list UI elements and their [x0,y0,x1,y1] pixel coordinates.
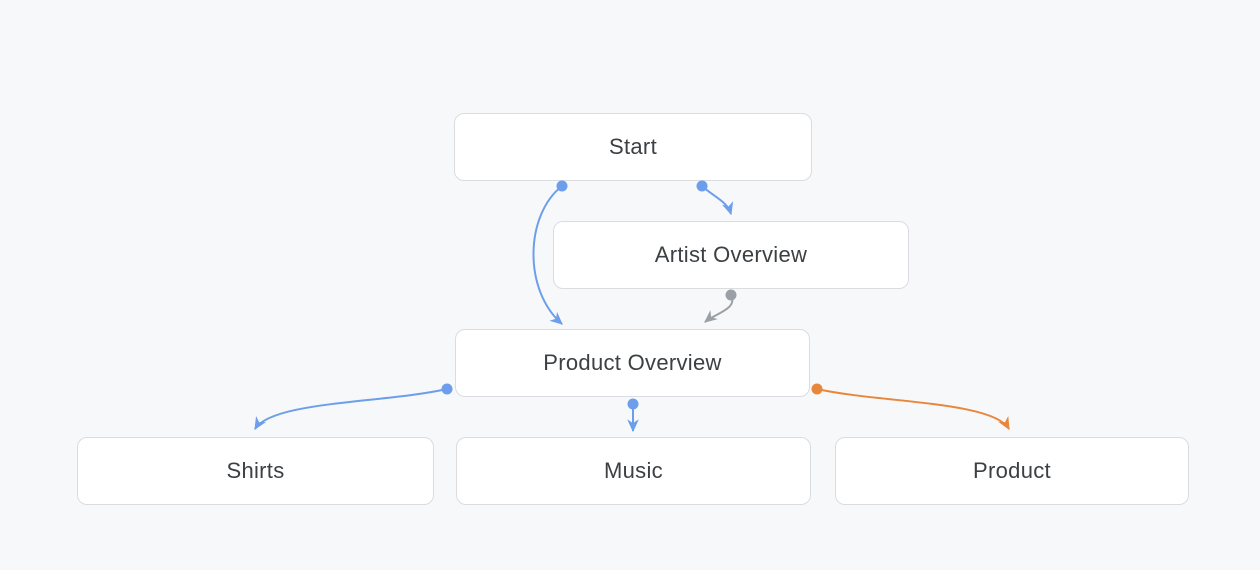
edge-path [816,388,1010,431]
edge-path [704,294,734,323]
node-product[interactable]: Product [835,437,1189,505]
node-artist-overview-label: Artist Overview [654,242,808,267]
edge-product-overview-to-shirts [254,383,453,430]
node-start-label: Start [609,134,657,159]
node-product-label: Product [973,458,1051,483]
edge-path [701,185,734,216]
edge-source-dot [556,180,568,192]
edge-product-overview-to-music [627,398,639,433]
node-music-label: Music [604,458,663,483]
node-shirts[interactable]: Shirts [77,437,434,505]
node-start[interactable]: Start [454,113,812,181]
node-product-overview[interactable]: Product Overview [455,329,810,397]
node-music[interactable]: Music [456,437,811,505]
edge-start-to-artist-overview [696,180,734,216]
node-product-overview-label: Product Overview [543,350,722,375]
edge-source-dot [811,383,823,395]
edge-source-dot [725,289,737,301]
edge-product-overview-to-product [811,383,1010,431]
edge-path [254,388,448,430]
edge-source-dot [696,180,708,192]
node-shirts-label: Shirts [226,458,285,483]
edge-source-dot [441,383,453,395]
node-artist-overview[interactable]: Artist Overview [553,221,909,289]
edge-artist-overview-to-product-overview [704,289,737,323]
edge-source-dot [627,398,639,410]
